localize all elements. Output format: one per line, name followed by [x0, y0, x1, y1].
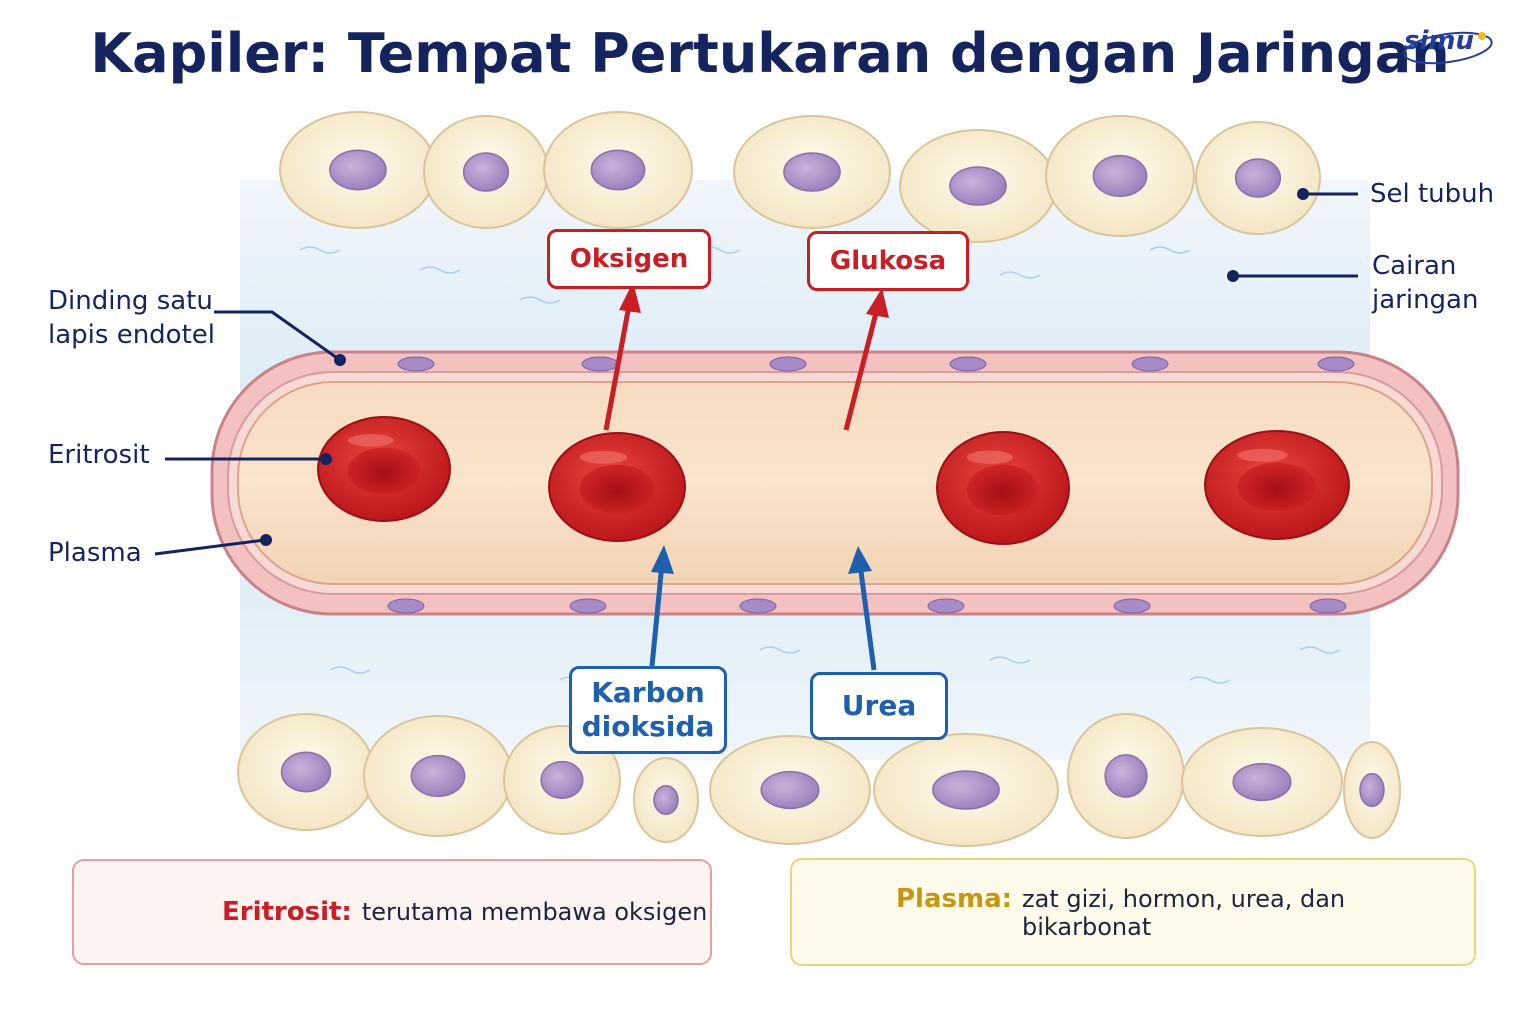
label-tissue-fluid-line-1: Cairan	[1372, 251, 1457, 281]
plasma-lumen	[237, 381, 1433, 585]
legend-erythrocyte-key: Eritrosit:	[222, 897, 352, 927]
body-cell	[1045, 115, 1195, 237]
box-urea-line-1: Urea	[841, 689, 917, 722]
top-body-cells	[279, 111, 1321, 243]
erythrocyte	[548, 432, 686, 542]
logo-text: simu	[1404, 26, 1474, 56]
erythrocyte	[1204, 430, 1350, 540]
endothelial-nucleus	[927, 598, 965, 614]
endothelial-nucleus	[1113, 598, 1151, 614]
box-oxygen: Oksigen	[547, 229, 711, 289]
page-title: Kapiler: Tempat Pertukaran dengan Jaring…	[90, 22, 1450, 85]
body-cell	[279, 111, 437, 229]
body-cell	[363, 715, 513, 837]
endothelial-nucleus	[1317, 356, 1355, 372]
carbon-dioxide-arrow	[649, 545, 674, 667]
erythrocyte	[936, 431, 1070, 545]
legend-erythrocyte-value: terutama membawa oksigen	[361, 898, 708, 926]
body-cell	[633, 757, 699, 843]
endothelial-nucleus	[387, 598, 425, 614]
oxygen-arrow	[603, 282, 641, 431]
body-cell	[543, 111, 693, 229]
leader-dots	[260, 188, 1309, 546]
body-cell	[237, 713, 375, 831]
label-tissue-fluid: Cairan jaringan	[1372, 249, 1478, 317]
body-cell	[1181, 727, 1343, 837]
endothelial-nucleus	[1309, 598, 1347, 614]
endothelial-nucleus	[397, 356, 435, 372]
label-endothelial-line-1: Dinding satu	[48, 286, 213, 316]
legend-erythrocyte: Eritrosit: terutama membawa oksigen	[72, 859, 712, 965]
fluid-ripples	[299, 246, 1341, 684]
body-cell	[873, 733, 1059, 847]
body-cell	[899, 129, 1057, 243]
body-cell	[709, 735, 871, 845]
legend-plasma-value: zat gizi, hormon, urea, dan bikarbonat	[1022, 884, 1346, 941]
endothelial-nucleus	[569, 598, 607, 614]
endothelial-nucleus	[1131, 356, 1169, 372]
label-erythrocyte: Eritrosit	[48, 440, 150, 470]
urea-arrow	[848, 546, 877, 671]
label-tissue-fluid-line-2: jaringan	[1372, 285, 1479, 315]
body-cell	[733, 115, 891, 229]
body-cell	[1195, 121, 1321, 235]
box-carbon-dioxide: Karbon dioksida	[569, 666, 727, 754]
bottom-body-cells	[237, 713, 1401, 847]
box-urea: Urea	[810, 672, 948, 740]
erythrocytes	[317, 416, 1350, 545]
label-plasma: Plasma	[48, 538, 142, 568]
box-carbon-dioxide-line-2: dioksida	[581, 710, 715, 743]
legend-plasma-key: Plasma:	[896, 883, 1013, 914]
label-endothelial-wall: Dinding satu lapis endotel	[48, 284, 215, 352]
endothelial-nucleus	[769, 356, 807, 372]
body-cell	[1067, 713, 1185, 839]
label-body-cells: Sel tubuh	[1370, 179, 1495, 209]
endothelial-nuclei	[387, 356, 1355, 614]
label-endothelial-line-2: lapis endotel	[48, 320, 215, 350]
body-cell	[423, 115, 549, 229]
simu-logo: simu	[1396, 24, 1496, 74]
logo-swoosh-icon	[1403, 31, 1493, 65]
leader-lines	[154, 192, 1358, 556]
body-cell	[1343, 741, 1401, 839]
endothelial-nucleus	[739, 598, 777, 614]
endothelial-nucleus	[949, 356, 987, 372]
glucose-arrow	[843, 288, 889, 431]
erythrocyte	[317, 416, 451, 522]
box-carbon-dioxide-line-1: Karbon	[591, 676, 705, 709]
box-glucose: Glukosa	[807, 231, 969, 291]
legend-plasma: Plasma: zat gizi, hormon, urea, dan bika…	[790, 858, 1476, 966]
endothelial-nucleus	[581, 356, 619, 372]
